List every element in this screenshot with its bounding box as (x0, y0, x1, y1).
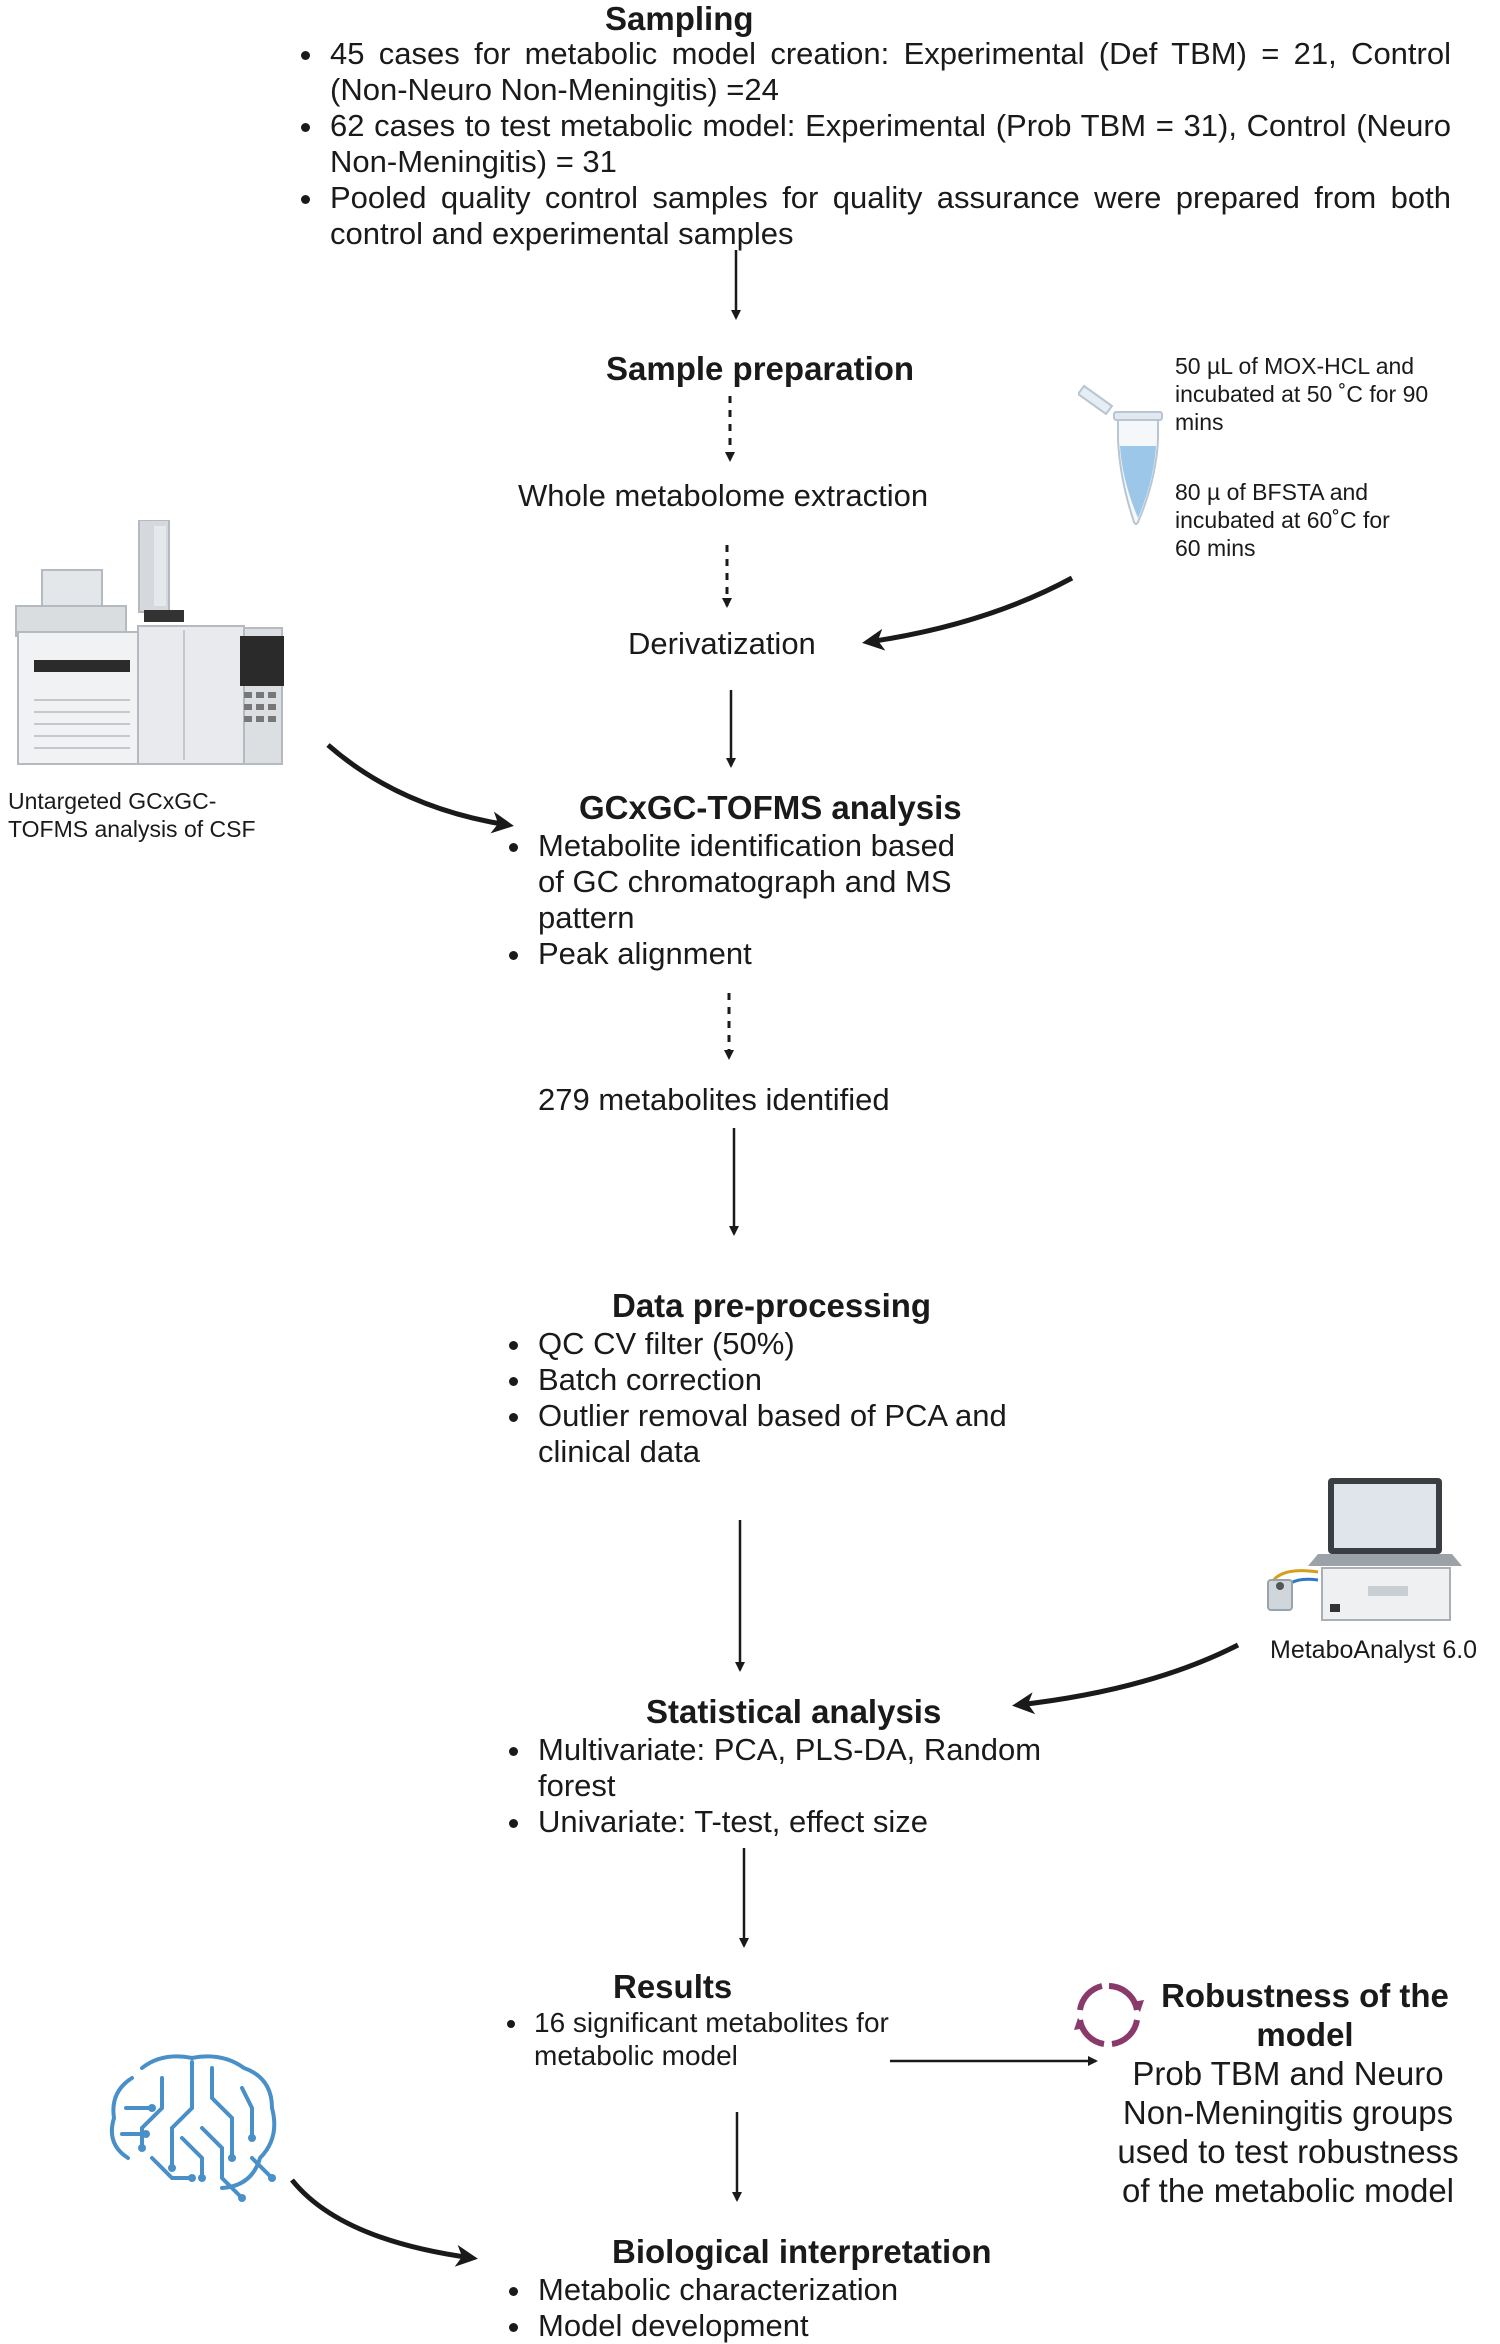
gcxgc-item: Peak alignment (534, 936, 974, 972)
laptop-instrument-icon (1267, 1478, 1462, 1621)
arrow-reagents-to-derivatization (862, 575, 1074, 651)
results-item: 16 significant metabolites for metabolic… (530, 2006, 950, 2072)
software-label: MetaboAnalyst 6.0 (1270, 1636, 1478, 1664)
robustness-title: Robustness of the model (1161, 1977, 1449, 2053)
reagent-1-note: 50 µL of MOX-HCL and incubated at 50 ˚C … (1175, 353, 1429, 435)
gcxgc-title: GCxGC-TOFMS analysis (579, 789, 962, 826)
gc-instrument-icon (15, 520, 284, 765)
biological-list: Metabolic characterization Model develop… (504, 2272, 1004, 2344)
arrow-instrument-to-gcxgc (326, 743, 514, 834)
sampling-item: Pooled quality control samples for quali… (326, 180, 1451, 252)
preprocessing-title: Data pre-processing (612, 1287, 932, 1324)
preprocessing-item: Outlier removal based of PCA and clinica… (534, 1398, 1034, 1470)
identified-label: 279 metabolites identified (538, 1082, 890, 1117)
statistical-item: Univariate: T-test, effect size (534, 1804, 1064, 1840)
extraction-label: Whole metabolome extraction (518, 478, 929, 513)
results-list: 16 significant metabolites for metabolic… (500, 2006, 950, 2072)
sampling-item: 62 cases to test metabolic model: Experi… (326, 108, 1451, 180)
cycle-icon (1074, 1983, 1144, 2047)
instrument-label: Untargeted GCxGC-TOFMS analysis of CSF (8, 788, 256, 842)
statistical-list: Multivariate: PCA, PLS-DA, Random forest… (504, 1732, 1064, 1840)
biological-item: Model development (534, 2308, 1004, 2344)
sampling-list: 45 cases for metabolic model creation: E… (296, 36, 1451, 252)
brain-circuit-icon (109, 2054, 277, 2202)
sample-prep-title: Sample preparation (606, 350, 915, 387)
biological-item: Metabolic characterization (534, 2272, 1004, 2308)
gcxgc-item: Metabolite identification based of GC ch… (534, 828, 974, 936)
sampling-item: 45 cases for metabolic model creation: E… (326, 36, 1451, 108)
sampling-title: Sampling (605, 0, 754, 37)
test-tube-icon (1078, 384, 1163, 525)
preprocessing-item: Batch correction (534, 1362, 1034, 1398)
biological-title: Biological interpretation (612, 2233, 992, 2270)
robustness-text: Prob TBM and Neuro Non-Meningitis groups… (1117, 2055, 1459, 2209)
results-title: Results (613, 1968, 733, 2005)
statistical-item: Multivariate: PCA, PLS-DA, Random forest (534, 1732, 1064, 1804)
preprocessing-item: QC CV filter (50%) (534, 1326, 1034, 1362)
arrow-brain-to-biological (290, 2178, 478, 2267)
statistical-title: Statistical analysis (646, 1693, 942, 1730)
preprocessing-list: QC CV filter (50%) Batch correction Outl… (504, 1326, 1034, 1470)
reagent-2-note: 80 µ of BFSTA and incubated at 60˚C for … (1175, 479, 1390, 561)
derivatization-label: Derivatization (628, 626, 816, 661)
gcxgc-list: Metabolite identification based of GC ch… (504, 828, 974, 972)
arrow-software-to-statistical (1012, 1642, 1240, 1715)
